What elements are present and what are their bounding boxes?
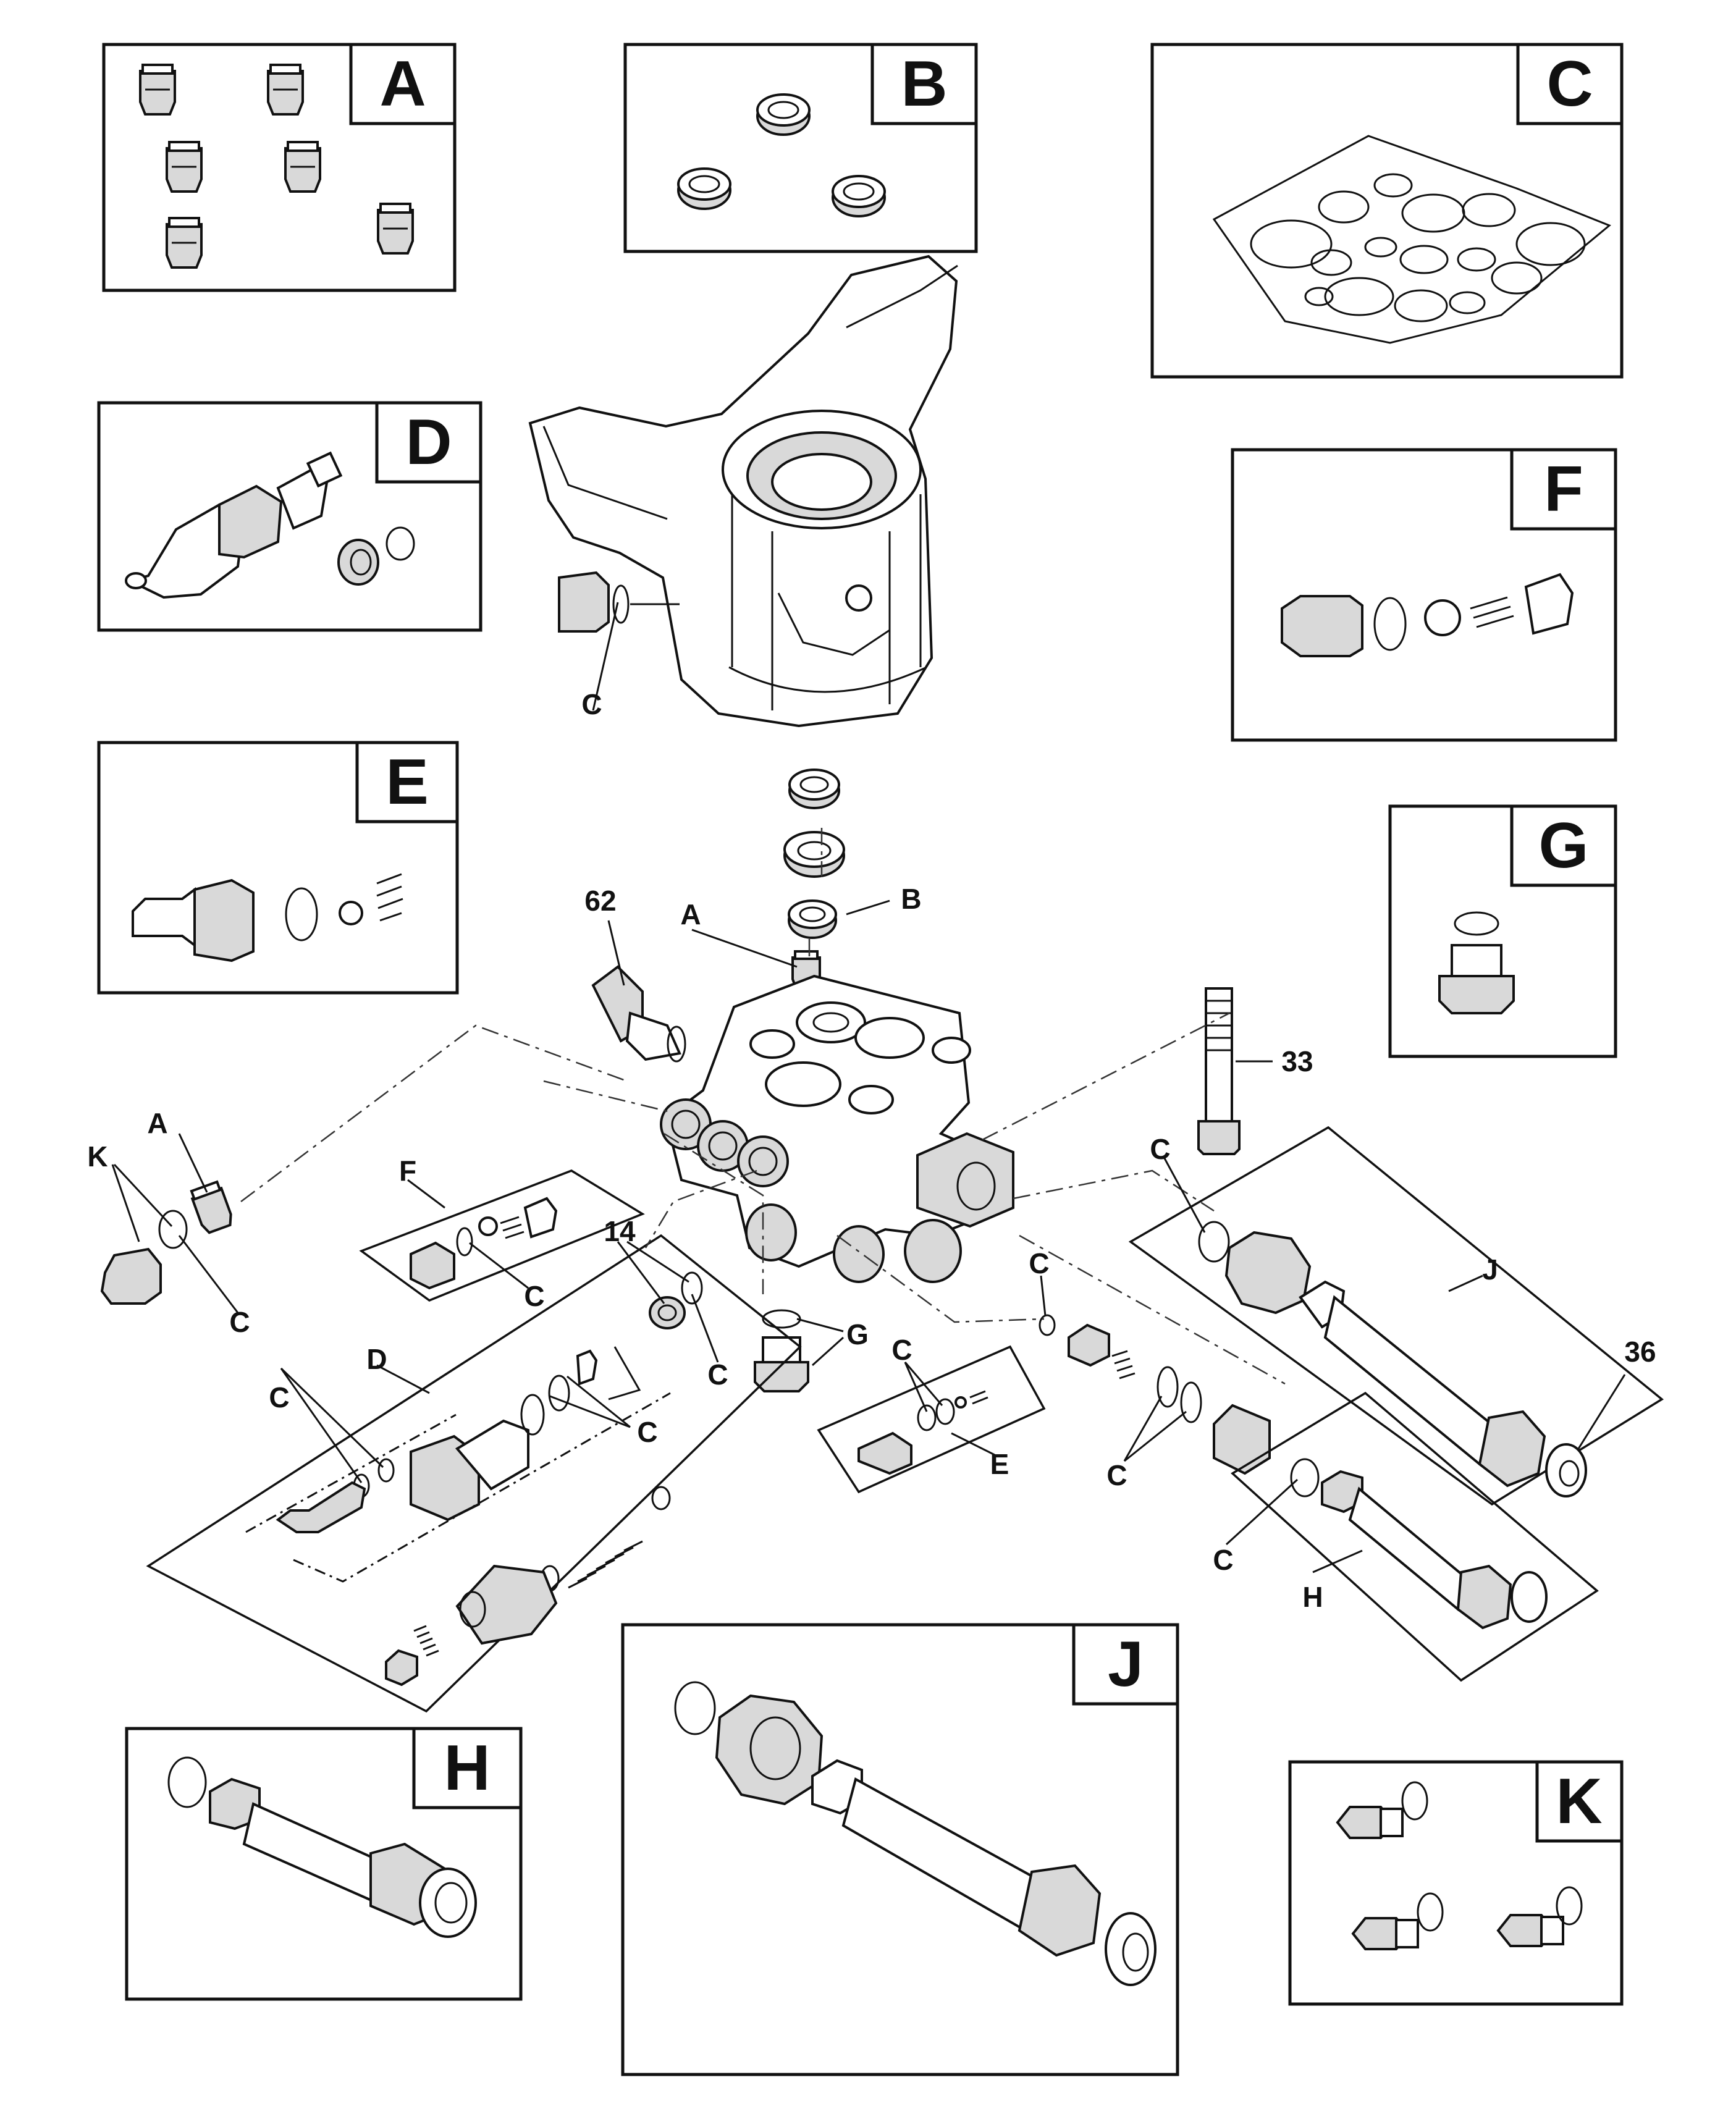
kit-box-d[interactable]: D xyxy=(97,401,482,632)
h-subassembly-group xyxy=(1231,1391,1599,1682)
drain-plug-icon xyxy=(1438,911,1515,1014)
callout-f: F xyxy=(399,1155,416,1187)
kit-label-j: J xyxy=(1108,1628,1144,1700)
kit-box-b[interactable]: B xyxy=(623,43,978,253)
callout-c-f: C xyxy=(524,1280,544,1312)
thermal-relief-plug-icon xyxy=(1281,573,1574,657)
crankcase-housing[interactable] xyxy=(528,255,958,728)
kit-label-f: F xyxy=(1544,453,1583,525)
kit-box-g[interactable]: G xyxy=(1388,804,1617,1058)
kit-label-e: E xyxy=(386,746,428,818)
callout-b: B xyxy=(901,883,921,915)
manifold-tube-with-nut-icon xyxy=(674,1681,1157,1986)
callout-j: J xyxy=(1482,1253,1498,1286)
callout-c-d2: C xyxy=(637,1416,657,1448)
kit-box-f[interactable]: F xyxy=(1231,448,1617,742)
inlet-fitting xyxy=(558,571,680,633)
left-plug-and-valve xyxy=(100,1180,232,1305)
kit-box-j[interactable]: J xyxy=(621,1623,1179,2076)
callout-c-mid2: C xyxy=(1106,1459,1127,1491)
callout-c-j: C xyxy=(1150,1133,1170,1165)
callout-c-e: C xyxy=(891,1334,912,1366)
callout-33: 33 xyxy=(1281,1045,1313,1077)
alignment-lines xyxy=(240,828,1286,1385)
callout-d: D xyxy=(366,1343,387,1375)
seals-14 xyxy=(649,1271,703,1329)
callout-c-inlet: C xyxy=(581,688,602,720)
drain-plug-g xyxy=(754,1309,809,1392)
kit-label-k: K xyxy=(1556,1766,1602,1837)
piston-seal-stack xyxy=(783,769,845,990)
elbow-fitting-62 xyxy=(591,965,686,1063)
middle-valve-parts xyxy=(1039,1314,1271,1475)
unloader-valve-icon xyxy=(125,451,415,599)
e-subassembly-group xyxy=(817,1345,1046,1494)
callout-c-h: C xyxy=(1213,1544,1233,1576)
callout-g: G xyxy=(846,1318,869,1350)
callout-62: 62 xyxy=(584,885,616,917)
plug-and-oring-icon xyxy=(1336,1781,1583,1950)
kit-label-c: C xyxy=(1546,48,1593,120)
f-subassembly-group xyxy=(359,1169,645,1302)
manifold-tube-icon xyxy=(167,1756,477,1938)
o-ring-kit-bag-icon xyxy=(1212,135,1611,344)
injector-valve-icon xyxy=(132,873,403,962)
kit-box-h[interactable]: H xyxy=(125,1727,523,2001)
kit-label-d: D xyxy=(405,406,452,478)
kit-label-a: A xyxy=(379,48,426,120)
kit-box-a[interactable]: A xyxy=(102,43,457,292)
callout-labels: B A C 62 33 K A C F C 14 C G D C C C E C… xyxy=(87,688,1656,1613)
callout-h: H xyxy=(1302,1581,1323,1613)
bolt-33 xyxy=(1197,987,1241,1155)
callout-e: E xyxy=(990,1448,1009,1480)
d-subassembly-group xyxy=(146,1234,802,1713)
callout-14: 14 xyxy=(604,1215,636,1247)
callout-c-mid: C xyxy=(1029,1247,1049,1279)
callout-36: 36 xyxy=(1624,1336,1656,1368)
kit-label-h: H xyxy=(444,1732,490,1804)
pump-manifold[interactable] xyxy=(660,974,1014,1283)
callout-k: K xyxy=(87,1140,107,1173)
j-subassembly-group xyxy=(1128,1126,1664,1506)
kit-label-g: G xyxy=(1539,810,1589,882)
callout-c-d1: C xyxy=(269,1381,289,1413)
kit-box-k[interactable]: K xyxy=(1288,1760,1624,2006)
callout-a: A xyxy=(680,898,701,930)
kit-label-b: B xyxy=(901,48,947,120)
seal-ring-icon xyxy=(677,93,886,217)
check-valve-icon xyxy=(139,64,414,269)
callout-a-left: A xyxy=(147,1107,167,1139)
callout-c-left: C xyxy=(229,1306,250,1338)
kit-box-c[interactable]: C xyxy=(1150,43,1624,379)
kit-box-e[interactable]: E xyxy=(97,741,459,995)
leader-lines xyxy=(111,602,1626,1573)
callout-c-14: C xyxy=(707,1358,728,1391)
